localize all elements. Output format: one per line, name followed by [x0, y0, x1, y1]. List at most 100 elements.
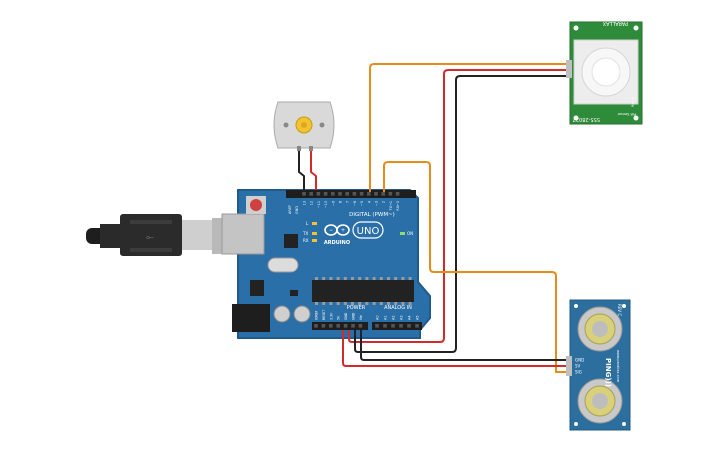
analog-pin-label: A4 — [408, 316, 412, 320]
tx-led-label: TX — [302, 231, 308, 236]
power-pin[interactable] — [336, 324, 340, 328]
usb-plug-metal — [182, 220, 212, 250]
motor-screw-right — [319, 122, 325, 128]
chip-pin — [401, 277, 405, 280]
analog-pin[interactable] — [415, 324, 419, 328]
ultrasonic-transducer-top — [577, 306, 623, 352]
power-pin-label: 5V — [337, 315, 341, 320]
chip-pin — [394, 302, 398, 305]
wire-ultrasonic-signal[interactable] — [383, 161, 566, 373]
pir-sensor[interactable]: PARALLAX 555-28027 PIR Sensor Rev B — [566, 20, 643, 125]
digital-pin[interactable] — [323, 192, 328, 196]
digital-pin-label: RX←0 — [396, 201, 400, 211]
power-pin-label: GND — [352, 312, 356, 320]
chip-pin — [372, 302, 376, 305]
svg-text:−: − — [329, 228, 333, 234]
reset-button[interactable] — [250, 199, 262, 211]
arduino-usb-connector — [221, 213, 265, 255]
analog-pin[interactable] — [383, 324, 387, 328]
on-led — [400, 232, 405, 235]
dc-motor[interactable] — [273, 101, 335, 151]
power-pin-row — [314, 324, 363, 328]
digital-pin[interactable] — [374, 192, 378, 196]
digital-pin[interactable] — [331, 192, 335, 196]
digital-pin[interactable] — [352, 192, 357, 196]
power-pin-label: Vin — [359, 315, 363, 320]
power-pin[interactable] — [329, 324, 333, 328]
wire-pir-signal[interactable] — [369, 63, 566, 192]
digital-pin-label: ~5 — [360, 201, 364, 206]
power-pin[interactable] — [351, 324, 355, 328]
analog-pin[interactable] — [399, 324, 403, 328]
pir-pin-header — [566, 60, 572, 78]
pir-brand-text: PARALLAX — [602, 20, 628, 26]
digital-pin[interactable] — [309, 192, 313, 196]
pir-rev-text: Rev B — [631, 96, 635, 107]
digital-pin-label: ~9 — [331, 201, 335, 206]
chip-pin — [351, 302, 354, 305]
power-pin[interactable] — [343, 324, 348, 328]
power-pin[interactable] — [314, 324, 318, 328]
chip-pin — [351, 277, 354, 280]
analog-pin-label: A1 — [384, 316, 388, 320]
digital-pin[interactable] — [338, 192, 342, 196]
gnd-label: GND — [295, 206, 299, 214]
chip-pin — [358, 302, 362, 305]
chip-pin — [365, 302, 369, 305]
digital-pin[interactable] — [316, 192, 321, 196]
digital-pin[interactable] — [345, 192, 349, 196]
motor-terminal-2 — [309, 146, 313, 151]
chip-pin — [336, 277, 340, 280]
usb-interface-chip — [284, 234, 298, 248]
digital-pin[interactable] — [302, 192, 306, 196]
digital-pin-label: TX→1 — [389, 201, 393, 211]
arduino-model-text: UNO — [357, 226, 380, 237]
digital-pin-label: 12 — [310, 201, 314, 205]
chip-pin — [379, 302, 383, 305]
wire-ultrasonic-5v[interactable] — [342, 330, 566, 367]
digital-pin-label: 7 — [346, 201, 350, 203]
arduino-brand-text: ARDUINO — [324, 240, 350, 246]
analog-pin[interactable] — [375, 324, 379, 328]
wire-pir-5v[interactable] — [348, 69, 566, 343]
power-pin-label: RESET — [322, 310, 326, 320]
analog-pin-label: A3 — [400, 316, 404, 320]
digital-pin-label: ~10 — [324, 201, 328, 208]
chip-pin — [329, 277, 333, 280]
analog-header — [372, 322, 422, 330]
digital-pin[interactable] — [381, 192, 385, 196]
digital-pin-label: 8 — [339, 201, 343, 203]
motor-screw-left — [283, 122, 289, 128]
digital-pin-label: 4 — [367, 201, 371, 203]
usb-icon: ⟜ — [146, 232, 154, 243]
digital-pin-row — [302, 192, 400, 196]
crystal-oscillator — [267, 257, 299, 273]
wire-pir-gnd[interactable] — [354, 75, 566, 353]
wire-motor-red[interactable] — [310, 151, 317, 190]
digital-pin[interactable] — [388, 192, 393, 196]
usb-cable-sleeve — [100, 224, 122, 248]
digital-pin-label: 13 — [303, 201, 307, 205]
analog-pin-label: A5 — [416, 316, 420, 320]
digital-pin[interactable] — [395, 192, 400, 196]
l-led-label: L — [306, 221, 309, 226]
chip-pin — [329, 302, 333, 305]
digital-pin[interactable] — [359, 192, 364, 196]
digital-pin-label: ~6 — [353, 201, 357, 206]
analog-pin[interactable] — [391, 324, 395, 328]
analog-pin[interactable] — [407, 324, 411, 328]
pir-part-number: 555-28027 — [573, 116, 600, 122]
wire-motor-black[interactable] — [298, 151, 305, 190]
digital-pin-label: ~3 — [375, 201, 379, 206]
power-pin[interactable] — [321, 324, 326, 328]
ultrasonic-pin-header — [566, 356, 572, 376]
chip-pin — [358, 277, 362, 280]
power-pin[interactable] — [358, 324, 363, 328]
digital-pin[interactable] — [367, 192, 371, 196]
wire-ultrasonic-gnd[interactable] — [360, 330, 566, 361]
